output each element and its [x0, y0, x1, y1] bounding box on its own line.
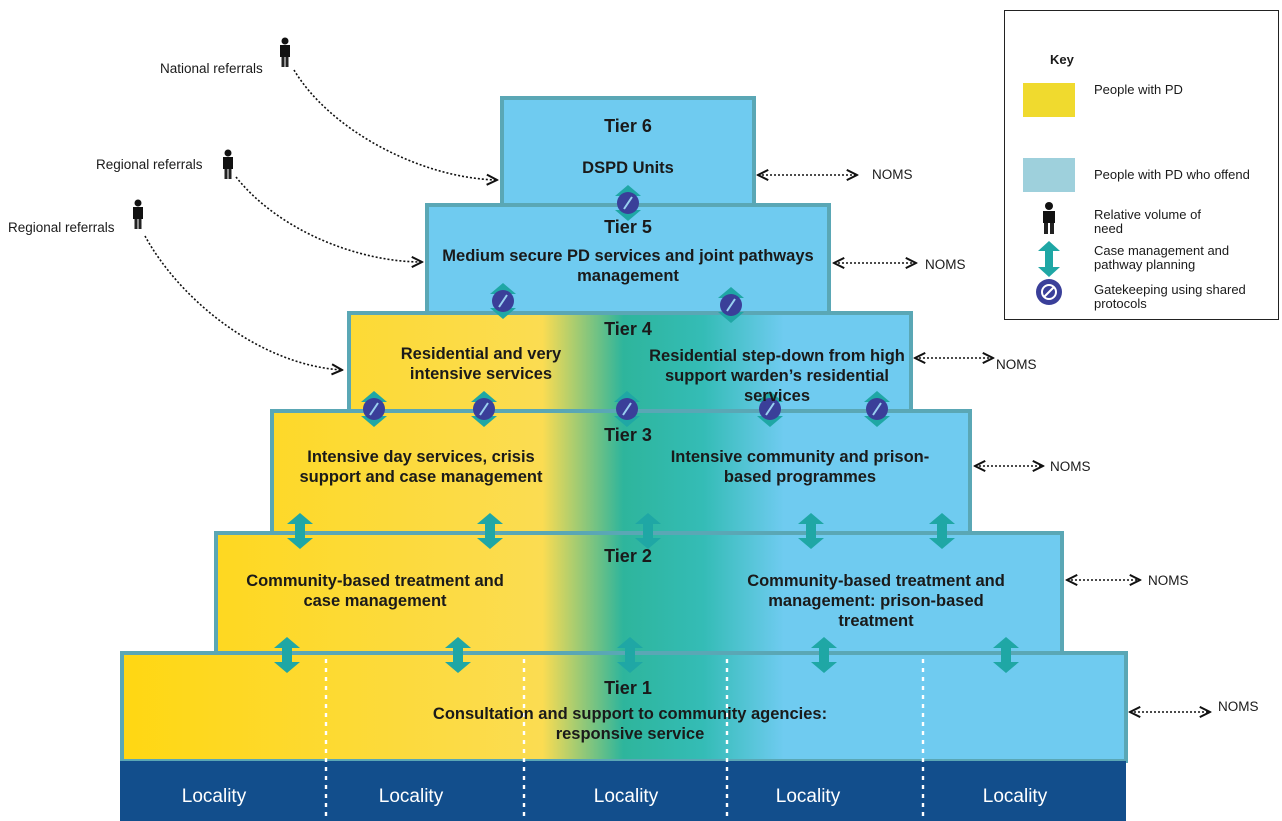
- locality-dividers: [324, 659, 925, 821]
- tier-5-label: Tier 5: [604, 217, 652, 237]
- tier-3-label: Tier 3: [604, 425, 652, 445]
- blue-swatch-icon: [1023, 158, 1075, 192]
- tier-2-label: Tier 2: [604, 546, 652, 566]
- person-icon-regional-2: [133, 199, 143, 229]
- legend-label-people-pd-offend: People with PD who offend: [1094, 167, 1250, 182]
- noms-label-t2: NOMS: [1148, 573, 1189, 588]
- legend-label-gatekeeping: Gatekeeping using shared protocols: [1094, 282, 1246, 311]
- tier-1-service: Consultation and support to community ag…: [432, 705, 828, 743]
- regional-referrals-label-1: Regional referrals: [96, 157, 203, 172]
- legend-label-people-pd: People with PD: [1094, 82, 1183, 97]
- locality-label-2: Locality: [378, 786, 444, 807]
- noms-label-t4: NOMS: [996, 357, 1037, 372]
- double-arrow-icon: [1038, 241, 1060, 277]
- legend-title: Key: [1050, 52, 1074, 67]
- locality-bar: [120, 761, 1126, 821]
- tier-1-label: Tier 1: [604, 678, 652, 698]
- person-icon: [1043, 202, 1055, 234]
- tier-2-block: [214, 531, 1064, 655]
- national-referral-arrow: [293, 69, 497, 180]
- tier-3-left-service: Intensive day services, crisis support a…: [299, 448, 543, 486]
- noms-label-t5: NOMS: [925, 257, 966, 272]
- tier-6-service: DSPD Units: [582, 159, 674, 177]
- regional-referral-arrow-1: [235, 176, 422, 262]
- person-icon-regional-1: [223, 149, 233, 179]
- yellow-swatch-icon: [1023, 83, 1075, 117]
- national-referrals-label: National referrals: [160, 61, 263, 76]
- tier-4-right-service: Residential step-down from high support …: [649, 347, 905, 405]
- legend-box: Key People with PD People with PD who of…: [1004, 10, 1279, 320]
- locality-label-1: Locality: [181, 786, 247, 807]
- locality-label-3: Locality: [593, 786, 659, 807]
- tier-6-label: Tier 6: [604, 116, 652, 136]
- tier-5-service: Medium secure PD services and joint path…: [442, 247, 814, 285]
- locality-label-5: Locality: [982, 786, 1048, 807]
- legend-label-relative-volume: Relative volume of need: [1094, 207, 1201, 236]
- tier-2-left-service: Community-based treatment and case manag…: [246, 572, 504, 610]
- noms-label-t1: NOMS: [1218, 699, 1259, 714]
- tier-3-right-service: Intensive community and prison-based pro…: [670, 448, 930, 486]
- tier-2-right-service: Community-based treatment and management…: [747, 572, 1005, 630]
- regional-referral-arrow-2: [144, 235, 342, 370]
- noms-label-t6: NOMS: [872, 167, 913, 182]
- gatekeeping-icon: [1036, 279, 1062, 305]
- locality-label-4: Locality: [775, 786, 841, 807]
- tier-4-label: Tier 4: [604, 319, 652, 339]
- noms-label-t3: NOMS: [1050, 459, 1091, 474]
- person-icon-national: [280, 37, 290, 67]
- tier-4-left-service: Residential and very intensive services: [400, 345, 562, 383]
- regional-referrals-label-2: Regional referrals: [8, 220, 115, 235]
- legend-label-case-management: Case management and pathway planning: [1094, 243, 1230, 272]
